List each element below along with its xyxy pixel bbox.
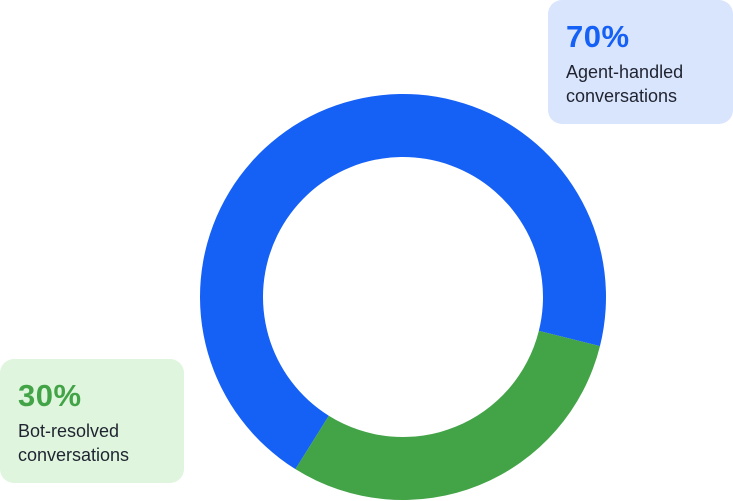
bot-resolved-percent: 30% [18, 378, 82, 413]
agent-handled-callout: 70% Agent-handled conversations [548, 0, 733, 124]
agent-handled-percent: 70% [566, 19, 630, 54]
slice-agent-handled [199, 94, 606, 470]
bot-resolved-label: Bot-resolved conversations [18, 421, 130, 465]
donut-slices [199, 94, 606, 500]
agent-handled-label: Agent-handled conversations [566, 62, 684, 106]
slice-bot-resolved [295, 330, 600, 500]
bot-resolved-callout: 30% Bot-resolved conversations [0, 359, 184, 483]
